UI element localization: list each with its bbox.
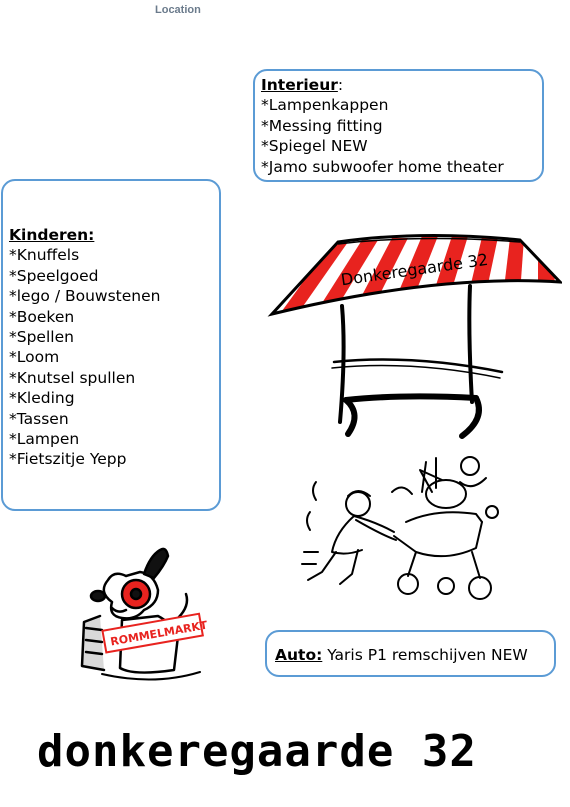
list-item: *Fietszitje Yepp: [9, 450, 127, 469]
kinderen-box: Kinderen: *Knuffels *Speelgoed *lego / B…: [1, 179, 221, 511]
dog-rommelmarkt-illustration: ROMMELMARKT: [80, 547, 209, 681]
auto-text: Yaris P1 remschijven NEW: [322, 646, 528, 664]
list-item: *Tassen: [9, 409, 69, 428]
auto-box: Auto: Yaris P1 remschijven NEW: [265, 630, 556, 677]
list-item: *lego / Bouwstenen: [9, 287, 161, 306]
list-item: *Loom: [9, 348, 60, 367]
kinderen-heading: Kinderen:: [9, 226, 95, 244]
footer-title: donkeregaarde 32: [37, 726, 477, 777]
interieur-colon: :: [337, 76, 344, 94]
market-stall-illustration: Donkeregaarde 32: [267, 233, 562, 439]
list-item: *Knutsel spullen: [9, 368, 136, 387]
list-item: *Spellen: [9, 328, 74, 347]
list-item: *Speelgoed: [9, 266, 99, 285]
list-item: *Kleding: [9, 389, 75, 408]
list-item: *Lampen: [9, 430, 80, 449]
list-item: *Lampenkappen: [261, 96, 389, 115]
list-item: *Spiegel NEW: [261, 137, 368, 156]
stroller-man-illustration: [301, 456, 499, 600]
interieur-heading: Interieur: [261, 76, 338, 94]
location-label: Location: [155, 4, 201, 16]
auto-heading: Auto:: [275, 646, 323, 664]
list-item: *Boeken: [9, 307, 75, 326]
interieur-box: Interieur: *Lampenkappen *Messing fittin…: [253, 69, 544, 182]
list-item: *Jamo subwoofer home theater: [261, 157, 504, 176]
list-item: *Messing fitting: [261, 116, 383, 135]
list-item: *Knuffels: [9, 246, 80, 265]
